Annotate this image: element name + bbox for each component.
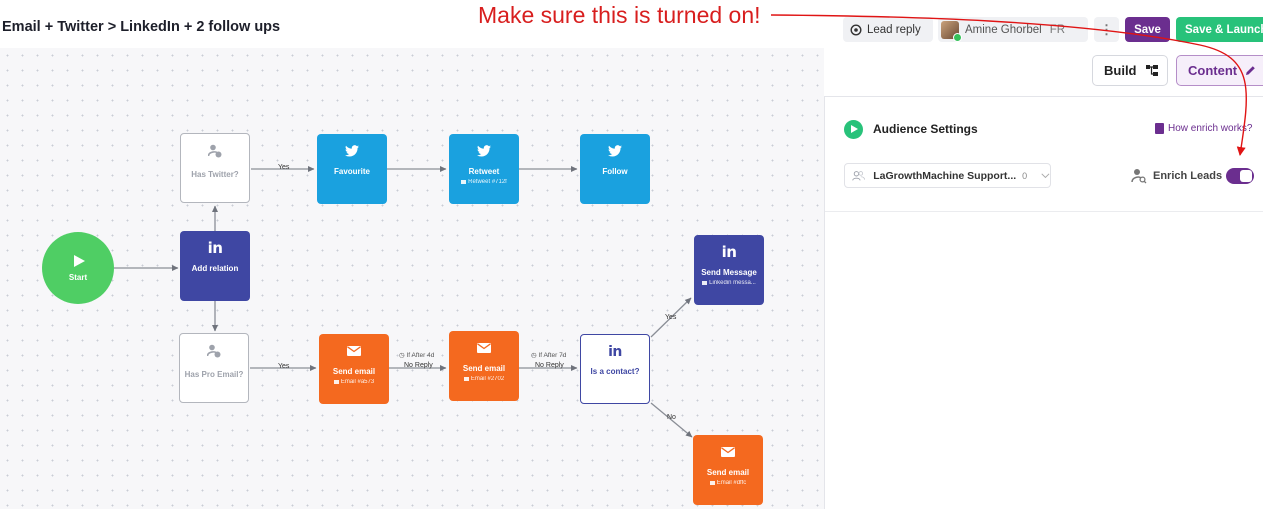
flow-icon xyxy=(1145,65,1158,76)
twitter-icon xyxy=(477,141,491,161)
enrich-leads-text: Enrich Leads xyxy=(1153,170,1223,182)
linkedin-icon: in xyxy=(721,243,737,261)
follow-node[interactable]: Follow xyxy=(580,134,650,204)
envelope-icon xyxy=(477,338,491,358)
retweet-node[interactable]: Retweet Retweet #712f xyxy=(449,134,519,204)
user-menu[interactable]: Amine Ghorbel FR xyxy=(938,17,1088,42)
content-label: Content xyxy=(1188,63,1238,78)
audience-settings-panel: Audience Settings How enrich works? LaGr… xyxy=(824,96,1263,509)
panel-divider xyxy=(825,211,1263,212)
linkedin-icon: in xyxy=(608,344,622,360)
start-node[interactable]: Start xyxy=(42,232,114,304)
panel-title: Audience Settings xyxy=(873,122,978,136)
node-title: Send Message xyxy=(701,268,757,277)
how-enrich-label: How enrich works? xyxy=(1168,123,1253,134)
node-subtitle: Retweet #712f xyxy=(461,179,507,185)
edge-label-yes: Yes xyxy=(278,164,290,171)
lead-reply-label: Lead reply xyxy=(867,23,921,36)
node-title: Add relation xyxy=(191,264,239,273)
user-language: FR xyxy=(1049,23,1066,36)
twitter-icon xyxy=(345,141,359,161)
page-title: Email + Twitter > LinkedIn + 2 follow up… xyxy=(2,19,281,35)
enrich-leads-toggle[interactable] xyxy=(1226,168,1254,184)
node-subtitle: Email #a573 xyxy=(334,379,374,385)
edge-label-yes: Yes xyxy=(665,314,677,321)
users-icon xyxy=(852,170,865,181)
avatar xyxy=(941,20,962,42)
edge-label-no-reply: No Reply xyxy=(535,362,564,369)
is-a-contact-condition-node[interactable]: in Is a contact? xyxy=(580,334,650,404)
play-icon xyxy=(844,120,863,139)
build-view-button[interactable]: Build xyxy=(1092,55,1168,86)
pencil-icon xyxy=(1246,66,1255,75)
audience-select[interactable]: LaGrowthMachine Support... 0 xyxy=(844,163,1051,188)
wait-7d-text: If After 7d xyxy=(538,352,567,359)
node-title: Send email xyxy=(332,367,376,376)
enrich-leads-label: Enrich Leads xyxy=(1131,168,1222,184)
wait-label-7d: ◷ If After 7d xyxy=(531,352,567,359)
edge-label-yes: Yes xyxy=(278,363,290,370)
edge-label-no-reply: No Reply xyxy=(404,362,433,369)
node-title: Has Twitter? xyxy=(191,170,239,179)
lead-reply-button[interactable]: Lead reply xyxy=(843,17,933,42)
node-title: Retweet xyxy=(468,167,500,176)
node-title: Favourite xyxy=(333,167,370,176)
user-clock-icon xyxy=(208,141,222,161)
more-options-button[interactable]: ⋮ xyxy=(1094,17,1119,42)
start-label: Start xyxy=(68,272,88,282)
has-pro-email-condition-node[interactable]: Has Pro Email? xyxy=(179,333,249,403)
user-name: Amine Ghorbel xyxy=(965,23,1042,36)
add-relation-node[interactable]: in Add relation xyxy=(180,231,250,301)
user-search-icon xyxy=(1131,169,1147,184)
twitter-icon xyxy=(608,141,622,161)
build-label: Build xyxy=(1104,63,1137,78)
play-icon xyxy=(74,254,85,267)
envelope-icon xyxy=(347,341,361,361)
send-message-node[interactable]: in Send Message Linkedin messa... xyxy=(694,235,764,305)
wait-4d-text: If After 4d xyxy=(406,352,435,359)
linkedin-icon: in xyxy=(207,239,223,257)
envelope-icon xyxy=(721,442,735,462)
content-view-button[interactable]: Content xyxy=(1176,55,1263,86)
node-title: Send email xyxy=(462,364,506,373)
node-subtitle: Email #2702 xyxy=(464,376,504,382)
favourite-node[interactable]: Favourite xyxy=(317,134,387,204)
node-title: Is a contact? xyxy=(590,367,640,376)
annotation-callout: Make sure this is turned on! xyxy=(478,2,761,28)
target-icon xyxy=(850,23,862,36)
chevron-down-icon xyxy=(1041,172,1050,178)
node-subtitle: Linkedin messa... xyxy=(702,280,756,286)
save-and-launch-button[interactable]: Save & Launch xyxy=(1176,17,1263,42)
node-subtitle: Email #dffc xyxy=(710,480,747,486)
send-email-node-2[interactable]: Send email Email #2702 xyxy=(449,331,519,401)
audience-count: 0 xyxy=(1022,170,1028,181)
node-title: Has Pro Email? xyxy=(184,370,244,379)
wait-label-4d: ◷ If After 4d xyxy=(399,352,435,359)
edge-label-no: No xyxy=(667,414,676,421)
how-enrich-link[interactable]: How enrich works? xyxy=(1155,123,1252,134)
book-icon xyxy=(1155,123,1164,134)
workflow-canvas[interactable] xyxy=(0,48,824,509)
online-status-dot xyxy=(953,32,962,42)
audience-name: LaGrowthMachine Support... xyxy=(873,169,1017,182)
node-title: Send email xyxy=(706,468,750,477)
node-title: Follow xyxy=(602,167,628,176)
send-email-node-1[interactable]: Send email Email #a573 xyxy=(319,334,389,404)
user-clock-icon xyxy=(207,341,221,361)
save-button[interactable]: Save xyxy=(1125,17,1170,42)
send-email-node-3[interactable]: Send email Email #dffc xyxy=(693,435,763,505)
has-twitter-condition-node[interactable]: Has Twitter? xyxy=(180,133,250,203)
